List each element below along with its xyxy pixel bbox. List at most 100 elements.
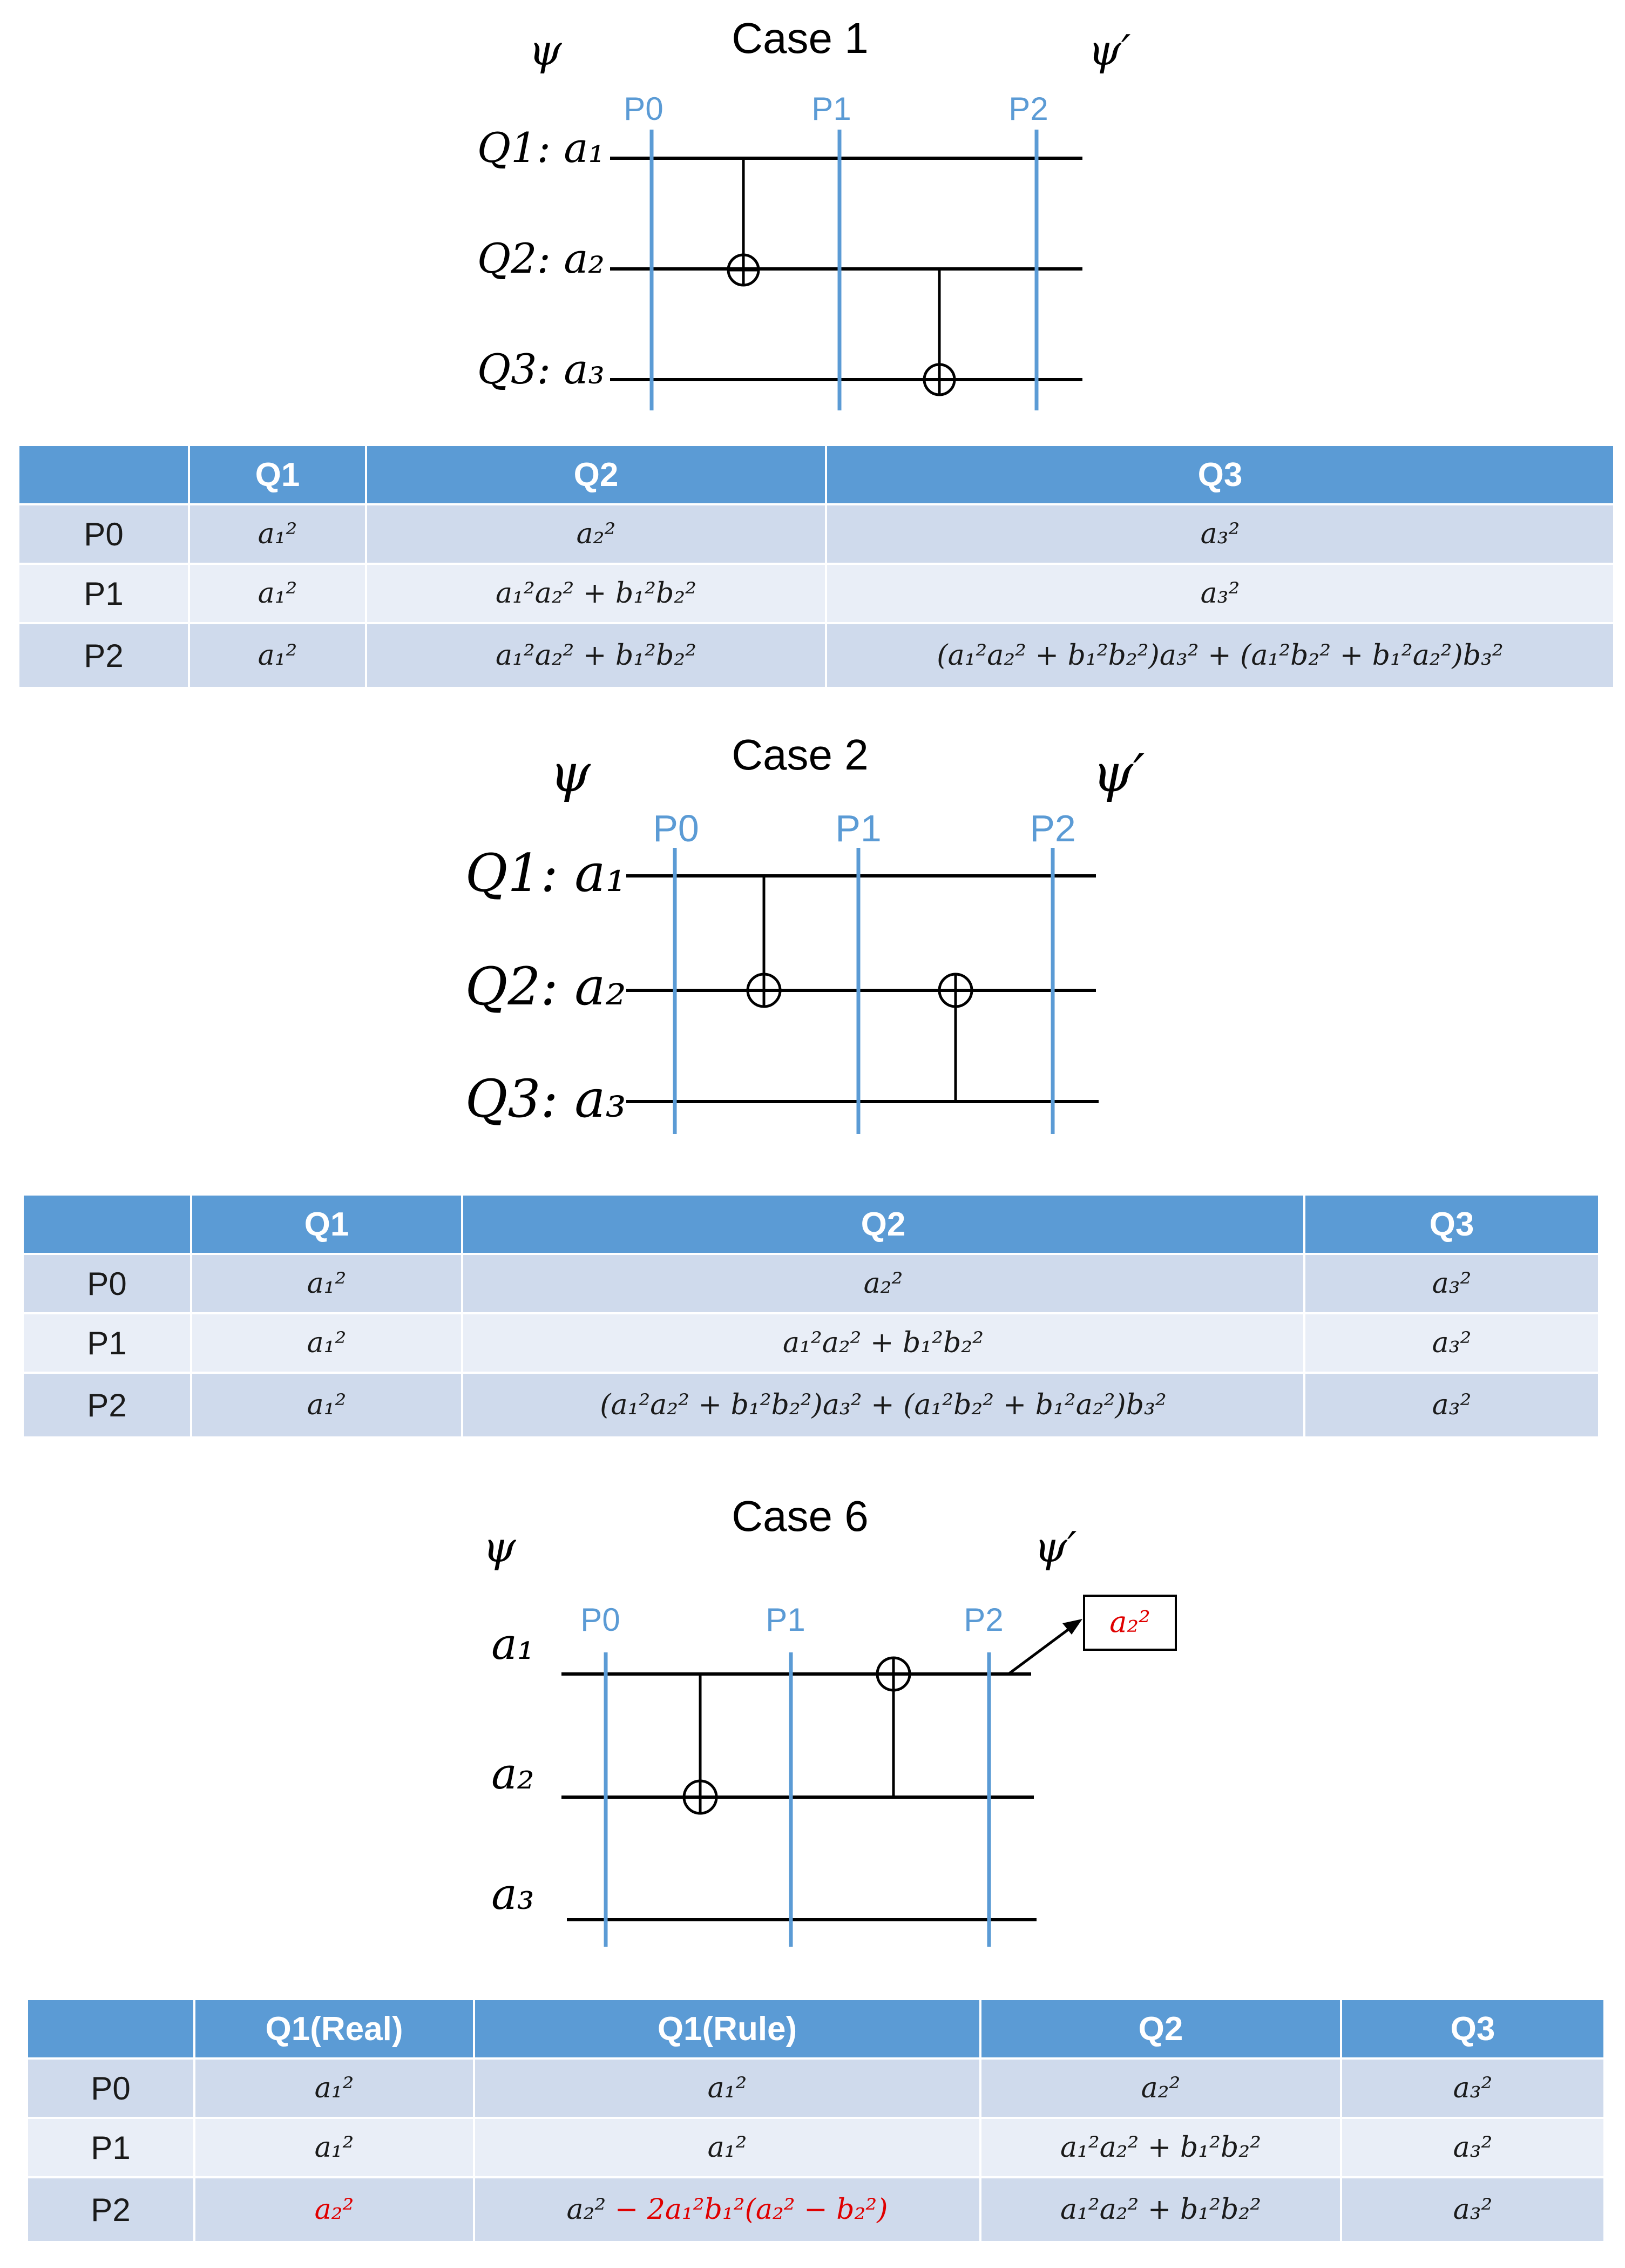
table-cell: a₁² [188,563,367,624]
case-1-circuit: Case 1 ψ ψ′ P0 P1 P2 Q1: a₁ Q2: a₂ Q3: a… [477,14,1131,410]
header-cell-q1-rule: Q1(Rule) [473,1998,981,2060]
table-cell: a₁² [190,1253,463,1314]
table-cell: a₁² [190,1372,463,1439]
table-cell: a₁²a₂² + b₁²b₂² [979,2176,1342,2243]
psi-prime-label: ψ′ [1092,743,1145,804]
p2-label: P2 [964,1602,1003,1638]
table-cell: a₃² [1340,2117,1606,2178]
table-row-p0: P0 a₁² a₂² a₃² [22,1253,1600,1314]
cnot-2-target-icon [876,1656,911,1692]
header-cell-q3: Q3 [825,444,1615,505]
cnot-1-target-icon [727,253,760,287]
table-cell: a₃² [1303,1253,1600,1314]
table-cell-rule-formula: a₂² − 2a₁²b₁²(a₂² − b₂²) [473,2176,981,2243]
case-2-table: Q1 Q2 Q3 P0 a₁² a₂² a₃² P1 a₁² a₁²a₂² + … [22,1193,1600,1439]
table-cell: a₃² [1303,1312,1600,1374]
cnot-1-target-icon [682,1779,718,1815]
psi-prime-label: ψ′ [1034,1523,1077,1572]
header-cell [26,1998,195,2060]
table-cell: a₁² [473,2117,981,2178]
table-cell: a₁² [190,1312,463,1374]
p0-label: P0 [580,1602,620,1638]
table-header-row: Q1 Q2 Q3 [22,1193,1600,1255]
header-cell-q1: Q1 [190,1193,463,1255]
p2-label: P2 [1008,91,1048,127]
table-cell-highlight: a₂² [193,2176,475,2243]
formula-correction-term: − 2a₁²b₁²(a₂² − b₂²) [614,2193,888,2226]
header-cell-q2: Q2 [979,1998,1342,2060]
psi-label: ψ [529,26,562,75]
table-cell: a₂² [365,503,827,565]
table-header-row: Q1(Real) Q1(Rule) Q2 Q3 [26,1998,1606,2060]
row-label: P2 [17,622,190,689]
table-cell: a₁² [188,622,367,689]
p0-label: P0 [653,807,699,849]
psi-label: ψ [483,1523,516,1572]
case-1-table: Q1 Q2 Q3 P0 a₁² a₂² a₃² P1 a₁² a₁²a₂² + … [17,444,1615,689]
p2-label: P2 [1030,807,1076,849]
case-6-section: Case 6 ψ ψ′ P0 P1 P2 a₁ a₂ a₃ [0,1490,1625,2268]
table-cell: (a₁²a₂² + b₁²b₂²)a₃² + (a₁²b₂² + b₁²a₂²)… [461,1372,1305,1439]
psi-label: ψ [550,743,591,804]
table-cell: a₂² [461,1253,1305,1314]
row-label: P2 [26,2176,195,2243]
table-cell: a₁² [473,2057,981,2119]
qubit-label-q2: Q2: a₂ [465,956,626,1017]
case-2-section: Case 2 ψ ψ′ P0 P1 P2 Q1: a₁ Q2: a₂ Q3: a… [0,718,1625,1453]
table-cell: a₁² [188,503,367,565]
row-label: P2 [22,1372,192,1439]
qubit-label-a2: a₂ [491,1749,534,1799]
p1-label: P1 [811,91,851,127]
case-1-section: Case 1 ψ ψ′ P0 P1 P2 Q1: a₁ Q2: a₂ Q3: a… [0,0,1625,702]
row-label: P1 [22,1312,192,1374]
header-cell-q2: Q2 [461,1193,1305,1255]
header-cell [17,444,190,505]
table-cell: a₃² [825,503,1615,565]
table-cell: a₃² [825,563,1615,624]
row-label: P0 [17,503,190,565]
row-label: P1 [17,563,190,624]
output-box-value: a₂² [1109,1605,1150,1639]
header-cell [22,1193,192,1255]
header-cell-q1-real: Q1(Real) [193,1998,475,2060]
output-box [1083,1595,1177,1651]
qubit-label-q1: Q1: a₁ [465,843,626,903]
table-header-row: Q1 Q2 Q3 [17,444,1615,505]
case-6-table: Q1(Real) Q1(Rule) Q2 Q3 P0 a₁² a₁² a₂² a… [26,1998,1606,2243]
table-row-p0: P0 a₁² a₂² a₃² [17,503,1615,565]
row-label: P0 [22,1253,192,1314]
table-cell: a₁² [193,2057,475,2119]
table-row-p0: P0 a₁² a₁² a₂² a₃² [26,2057,1606,2119]
row-label: P0 [26,2057,195,2119]
p1-label: P1 [835,807,882,849]
case-6-circuit: Case 6 ψ ψ′ P0 P1 P2 a₁ a₂ a₃ [483,1492,1177,1947]
qubit-label-q1: Q1: a₁ [477,124,605,172]
case-1-title: Case 1 [732,14,868,62]
table-cell: a₂² [979,2057,1342,2119]
table-cell: a₃² [1303,1372,1600,1439]
table-cell: a₁²a₂² + b₁²b₂² [365,563,827,624]
header-cell-q3: Q3 [1303,1193,1600,1255]
table-cell: a₁²a₂² + b₁²b₂² [365,622,827,689]
table-row-p2: P2 a₁² (a₁²a₂² + b₁²b₂²)a₃² + (a₁²b₂² + … [22,1372,1600,1439]
qubit-label-q2: Q2: a₂ [477,234,605,282]
p1-label: P1 [766,1602,805,1638]
table-cell: a₁² [193,2117,475,2178]
table-row-p1: P1 a₁² a₁²a₂² + b₁²b₂² a₃² [22,1312,1600,1374]
qubit-label-q3: Q3: a₃ [477,345,605,393]
qubit-label-a1: a₁ [491,1619,534,1669]
table-cell: (a₁²a₂² + b₁²b₂²)a₃² + (a₁²b₂² + b₁²a₂²)… [825,622,1615,689]
formula-a2-squared: a₂² [566,2193,615,2226]
case-6-title: Case 6 [732,1492,868,1540]
cnot-1-target-icon [746,973,782,1008]
table-row-p2: P2 a₂² a₂² − 2a₁²b₁²(a₂² − b₂²) a₁²a₂² +… [26,2176,1606,2243]
row-label: P1 [26,2117,195,2178]
header-cell-q3: Q3 [1340,1998,1606,2060]
qubit-label-a3: a₃ [491,1869,534,1919]
table-cell: a₃² [1340,2176,1606,2243]
table-cell: a₁²a₂² + b₁²b₂² [461,1312,1305,1374]
table-row-p1: P1 a₁² a₁² a₁²a₂² + b₁²b₂² a₃² [26,2117,1606,2178]
cnot-2-target-icon [938,973,973,1008]
case-2-circuit: Case 2 ψ ψ′ P0 P1 P2 Q1: a₁ Q2: a₂ Q3: a… [465,731,1145,1134]
header-cell-q1: Q1 [188,444,367,505]
